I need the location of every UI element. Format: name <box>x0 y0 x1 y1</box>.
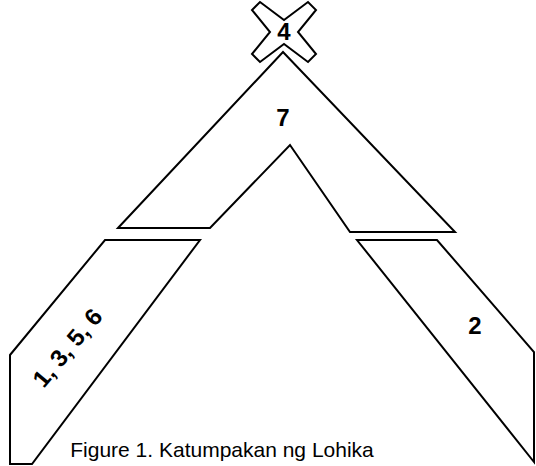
band-outline-path <box>357 240 534 462</box>
left-band: 1, 3, 5, 6 <box>10 238 202 466</box>
band-outline <box>118 50 458 236</box>
band-outline-path <box>118 52 455 232</box>
callout-number: 7 <box>276 106 289 130</box>
roof-top-band: 7 <box>118 50 458 236</box>
figure-caption: Figure 1. Katumpakan ng Lohika <box>66 438 378 462</box>
callout-number: 2 <box>468 314 481 338</box>
band-outline <box>10 238 202 466</box>
right-band: 2 <box>357 238 536 466</box>
band-outline <box>357 238 536 466</box>
callout-number: 4 <box>277 20 290 44</box>
band-outline-path <box>10 240 200 464</box>
